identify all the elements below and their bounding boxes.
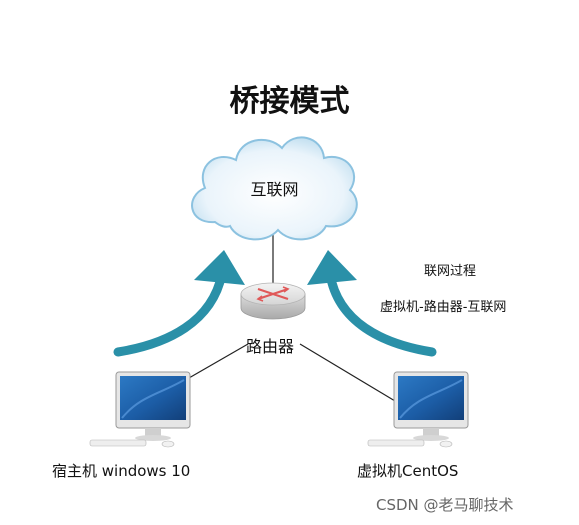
router-icon — [240, 282, 306, 320]
router-label: 路由器 — [246, 337, 295, 356]
host-label: 宿主机 windows 10 — [52, 462, 191, 480]
link-router-host — [181, 343, 249, 383]
internet-cloud-icon — [191, 136, 358, 241]
network-path-note: 虚拟机-路由器-互联网 — [380, 300, 507, 315]
vm-label: 虚拟机CentOS — [357, 462, 459, 480]
host-computer-icon — [89, 371, 191, 448]
right-uplink-arrow-icon — [307, 250, 437, 357]
vm-computer-icon — [367, 371, 469, 448]
network-process-heading: 联网过程 — [424, 264, 477, 279]
link-router-vm — [299, 343, 401, 405]
internet-label: 互联网 — [250, 180, 299, 199]
watermark: CSDN @老马聊技术 — [376, 496, 514, 514]
left-uplink-arrow-icon — [113, 250, 245, 357]
diagram-title: 桥接模式 — [229, 84, 350, 119]
